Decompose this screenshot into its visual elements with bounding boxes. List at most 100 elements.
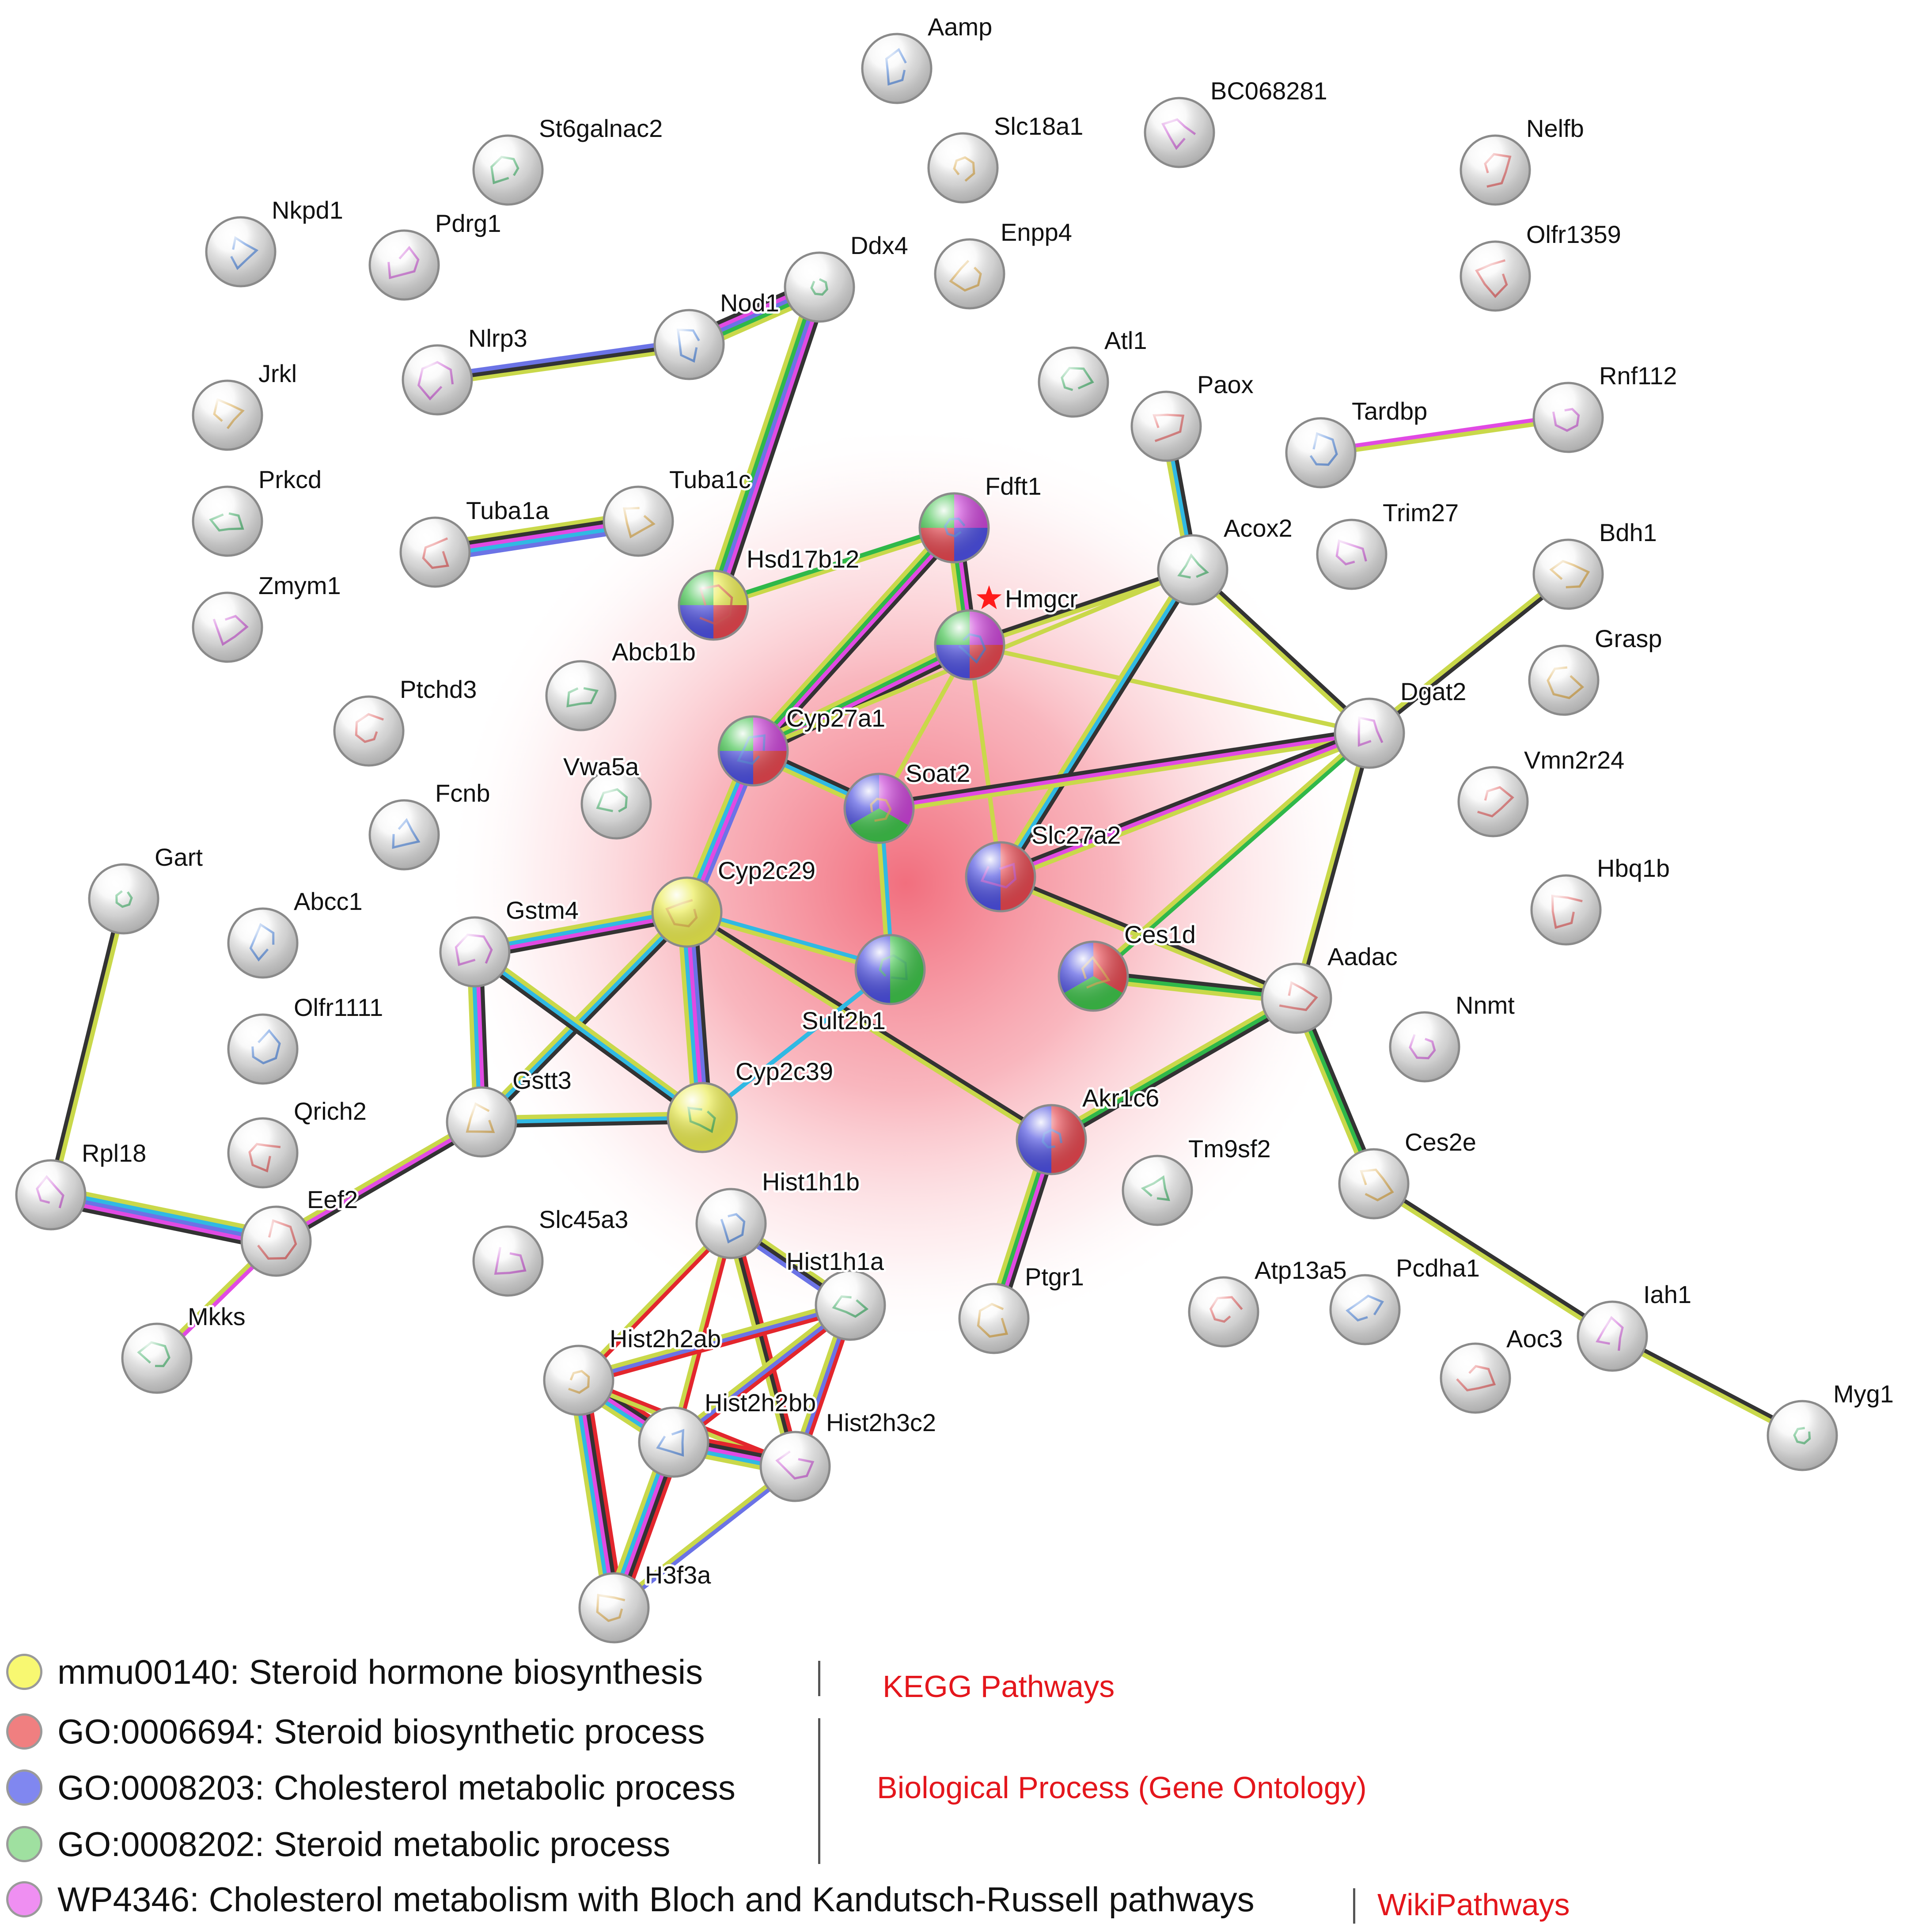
node-nkpd1[interactable]: Nkpd1: [205, 194, 345, 288]
node-slc27a2[interactable]: Slc27a2: [965, 819, 1123, 913]
edge-evidence-yellowgreen: [476, 947, 706, 1116]
node-mkks[interactable]: Mkks: [121, 1300, 248, 1394]
node-gloss: [1261, 962, 1332, 1034]
edge-evidence-cyan: [51, 1189, 277, 1240]
node-gloss: [192, 379, 263, 451]
node-enpp4[interactable]: Enpp4: [934, 216, 1074, 310]
node-gloss: [1016, 1104, 1087, 1175]
node-h3f3a[interactable]: H3f3a: [578, 1559, 713, 1644]
edge-evidence-black: [1369, 574, 1571, 737]
edge-nod1-nlrp3: [436, 338, 690, 386]
node-cyp2c39[interactable]: Cyp2c39: [667, 1055, 835, 1153]
edge-evidence-black: [1192, 567, 1372, 734]
node-tuba1c[interactable]: Tuba1c: [603, 463, 753, 557]
edge-aadac-akr1c6: [1048, 993, 1300, 1145]
node-jrkl[interactable]: Jrkl: [192, 357, 299, 451]
node-hist1h1a[interactable]: Hist1h1a: [784, 1245, 887, 1341]
edge-evidence-black: [1000, 873, 1298, 999]
node-soat2[interactable]: Soat2: [843, 757, 972, 844]
node-label: Atl1: [1104, 326, 1147, 354]
node-vwa5a[interactable]: Vwa5a: [561, 750, 652, 840]
node-vmn2r24[interactable]: Vmn2r24: [1457, 744, 1626, 837]
node-gloss: [815, 1269, 886, 1341]
node-prkcd[interactable]: Prkcd: [192, 463, 324, 557]
node-gloss: [15, 1159, 87, 1231]
node-olfr1359[interactable]: Olfr1359: [1460, 218, 1623, 312]
node-ptchd3[interactable]: Ptchd3: [333, 673, 479, 767]
node-cyp2c29[interactable]: Cyp2c29: [651, 854, 818, 948]
node-zmym1[interactable]: Zmym1: [192, 569, 343, 663]
node-hsd17b12[interactable]: Hsd17b12: [678, 543, 861, 641]
node-ces1d[interactable]: Ces1d: [1058, 918, 1198, 1012]
node-ces2e[interactable]: Ces2e: [1338, 1126, 1479, 1220]
edge-evidence-cyan: [474, 950, 704, 1120]
node-slc45a3[interactable]: Slc45a3: [472, 1203, 630, 1297]
node-pcdha1[interactable]: Pcdha1: [1329, 1252, 1482, 1345]
node-gstt3[interactable]: Gstt3: [446, 1064, 574, 1158]
node-gstm4[interactable]: Gstm4: [439, 894, 581, 988]
node-atp13a5[interactable]: Atp13a5: [1188, 1254, 1349, 1348]
node-label: Hsd17b12: [747, 545, 859, 573]
edge-dgat2-aadac: [1292, 732, 1374, 1000]
node-sult2b1[interactable]: Sult2b1: [800, 934, 926, 1037]
node-ddx4[interactable]: Ddx4: [784, 229, 910, 323]
node-hist2h2ab[interactable]: Hist2h2ab: [543, 1322, 723, 1416]
node-hmgcr[interactable]: Hmgcr: [934, 583, 1080, 681]
node-st6galnac2[interactable]: St6galnac2: [472, 112, 665, 206]
node-gloss: [192, 485, 263, 557]
edge-evidence-pink: [1000, 731, 1370, 879]
edge-evidence-green: [707, 285, 818, 605]
node-bdh1[interactable]: Bdh1: [1532, 516, 1659, 610]
node-label: Gart: [155, 843, 203, 871]
edge-cyp2c29-akr1c6: [684, 908, 1054, 1144]
node-aoc3[interactable]: Aoc3: [1440, 1322, 1565, 1414]
node-tuba1a[interactable]: Tuba1a: [399, 494, 552, 588]
node-bc068281[interactable]: BC068281: [1144, 75, 1330, 168]
edge-evidence-black: [1002, 571, 1198, 880]
node-fdft1[interactable]: Fdft1: [918, 470, 1044, 564]
node-iah1[interactable]: Iah1: [1577, 1278, 1694, 1372]
node-fcnb[interactable]: Fcnb: [368, 777, 493, 871]
node-label: Hbq1b: [1597, 854, 1670, 882]
node-trim27[interactable]: Trim27: [1316, 496, 1461, 590]
node-dgat2[interactable]: Dgat2: [1334, 675, 1468, 769]
edge-dgat2-ces1d: [1090, 730, 1372, 980]
node-aamp[interactable]: Aamp: [861, 11, 994, 104]
node-hist2h3c2[interactable]: Hist2h3c2: [759, 1406, 938, 1502]
node-nod1[interactable]: Nod1: [653, 287, 781, 380]
node-hist1h1b[interactable]: Hist1h1b: [695, 1166, 862, 1259]
edge-evidence-yellowgreen: [437, 346, 690, 386]
node-atl1[interactable]: Atl1: [1038, 324, 1149, 418]
edge-iah1-myg1: [1610, 1332, 1805, 1440]
node-tm9sf2[interactable]: Tm9sf2: [1122, 1133, 1273, 1226]
node-label: Hist2h3c2: [826, 1409, 936, 1436]
node-nlrp3[interactable]: Nlrp3: [402, 322, 530, 416]
node-rpl18[interactable]: Rpl18: [15, 1137, 148, 1231]
node-acox2[interactable]: Acox2: [1157, 512, 1295, 606]
node-ptgr1[interactable]: Ptgr1: [958, 1261, 1086, 1354]
node-grasp[interactable]: Grasp: [1528, 622, 1664, 716]
node-cyp27a1[interactable]: Cyp27a1: [717, 702, 887, 787]
node-olfr1111[interactable]: Olfr1111: [227, 991, 385, 1085]
node-rnf112[interactable]: Rnf112: [1532, 360, 1679, 453]
node-label: Rpl18: [82, 1139, 146, 1167]
node-qrich2[interactable]: Qrich2: [227, 1095, 369, 1189]
node-pdrg1[interactable]: Pdrg1: [368, 207, 503, 301]
node-eef2[interactable]: Eef2: [240, 1183, 360, 1277]
node-myg1[interactable]: Myg1: [1767, 1378, 1896, 1471]
node-abcb1b[interactable]: Abcb1b: [545, 636, 698, 731]
node-slc18a1[interactable]: Slc18a1: [927, 110, 1085, 204]
node-label: Cyp2c39: [736, 1057, 833, 1085]
node-label: Hist1h1a: [786, 1247, 884, 1275]
node-aadac[interactable]: Aadac: [1261, 940, 1400, 1034]
node-hbq1b[interactable]: Hbq1b: [1530, 852, 1672, 946]
node-hist2h2bb[interactable]: Hist2h2bb: [638, 1386, 818, 1478]
node-abcc1[interactable]: Abcc1: [227, 885, 365, 979]
node-tardbp[interactable]: Tardbp: [1285, 395, 1429, 489]
node-paox[interactable]: Paox: [1130, 368, 1256, 462]
node-nelfb[interactable]: Nelfb: [1460, 112, 1586, 206]
node-nnmt[interactable]: Nnmt: [1389, 989, 1517, 1083]
node-gloss: [861, 33, 933, 104]
node-akr1c6[interactable]: Akr1c6: [1016, 1082, 1161, 1175]
node-gart[interactable]: Gart: [88, 841, 205, 935]
